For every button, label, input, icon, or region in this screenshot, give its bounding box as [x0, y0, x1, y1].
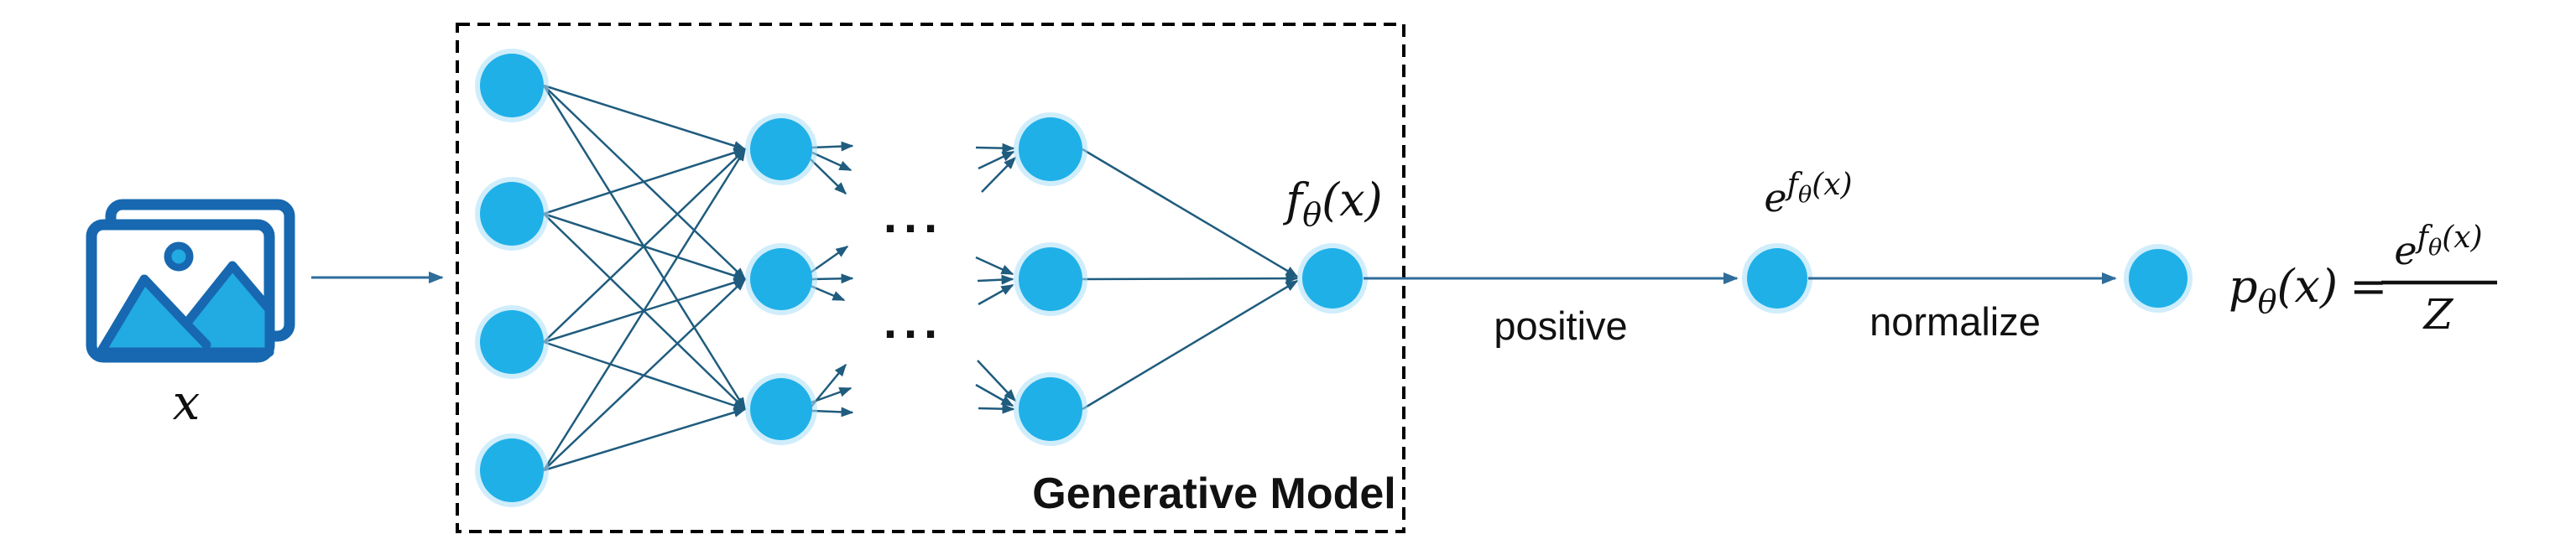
formula-denominator: Z — [2422, 290, 2454, 339]
hidden-layer-2 — [1014, 112, 1087, 446]
mountains-shape — [96, 261, 274, 357]
network-node — [475, 305, 549, 379]
positive-label: positive — [1494, 303, 1627, 348]
p-arguments: (x) — [2276, 260, 2338, 313]
edge-line — [543, 278, 747, 471]
p-subscript: θ — [2258, 283, 2277, 320]
fan-arrow — [975, 383, 1014, 407]
hidden-layer-1 — [745, 113, 817, 445]
fan-arrow — [977, 360, 1017, 402]
network-node — [745, 243, 817, 315]
layer3-input-fan-arrows — [975, 143, 1017, 414]
edge-line — [1082, 273, 1299, 284]
num-base: e — [2394, 228, 2417, 273]
fan-arrow — [978, 283, 1014, 306]
exp-sup-theta: θ — [1798, 182, 1812, 208]
fan-arrow — [810, 284, 846, 302]
ellipsis-upper: ... — [884, 189, 944, 243]
input-layer — [475, 49, 549, 507]
edge-line — [1082, 279, 1299, 411]
input-label: x — [173, 374, 201, 431]
generative-model-label: Generative Model — [1032, 469, 1395, 518]
exp-label: efθ(x) — [1764, 168, 1852, 220]
probability-formula: pθ(x)= efθ(x) Z — [2229, 220, 2497, 339]
ellipsis-lower: ... — [884, 294, 944, 349]
fan-arrow — [810, 245, 849, 274]
edge-line — [543, 148, 747, 343]
edge-line — [542, 148, 747, 471]
fan-arrow — [811, 273, 854, 284]
layer1-to-layer2-edges — [542, 84, 747, 472]
fan-arrow — [811, 407, 854, 418]
num-sup-theta: θ — [2428, 235, 2442, 261]
formula-lhs: pθ(x)= — [2229, 260, 2387, 320]
fan-arrow — [811, 386, 853, 404]
fan-arrow — [975, 256, 1014, 276]
fan-arrow — [977, 274, 1014, 285]
f-arguments: (x) — [1322, 174, 1383, 226]
edge-line — [543, 84, 747, 151]
network-node — [1014, 112, 1087, 186]
network-node — [1014, 242, 1087, 316]
edge-line — [1082, 148, 1299, 278]
fan-arrow — [810, 158, 847, 195]
p-base: p — [2229, 260, 2258, 313]
fan-arrow — [981, 156, 1017, 193]
fan-arrow — [811, 141, 854, 152]
network-node — [745, 373, 817, 445]
fan-arrow — [978, 403, 1015, 414]
normalize-label: normalize — [1869, 299, 2041, 344]
network-node — [475, 433, 549, 507]
edge-line — [543, 148, 747, 215]
exp-sup-arguments: (x) — [1812, 168, 1852, 202]
f-theta-label: fθ(x) — [1282, 174, 1382, 233]
network-node — [745, 113, 817, 185]
network-node — [1014, 372, 1087, 446]
input-image-icon — [86, 199, 295, 363]
normalized-node — [2124, 244, 2193, 313]
sun-circle — [164, 241, 194, 272]
edge-line — [543, 407, 747, 472]
equals-sign: = — [2349, 260, 2387, 313]
fan-arrow — [811, 151, 853, 172]
exp-base: e — [1764, 175, 1786, 220]
f-subscript: θ — [1302, 196, 1322, 233]
fan-arrow — [978, 150, 1015, 170]
layer3-to-output-edges — [1082, 148, 1299, 411]
exp-node — [1742, 243, 1812, 314]
layer2-output-fan-arrows — [810, 141, 854, 418]
num-sup-arguments: (x) — [2442, 220, 2482, 255]
mountain-ridge-line — [181, 319, 211, 350]
network-node — [475, 49, 549, 122]
network-node — [475, 177, 549, 251]
output-node — [1297, 243, 1368, 314]
